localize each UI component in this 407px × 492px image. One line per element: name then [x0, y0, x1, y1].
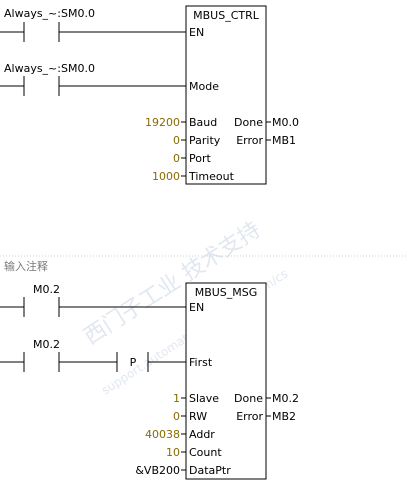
mbus-msg-pin-count: Count [189, 446, 222, 459]
rw-value[interactable]: 0 [173, 410, 180, 423]
done-output-value[interactable]: M0.0 [272, 116, 299, 129]
baud-value[interactable]: 19200 [145, 116, 180, 129]
mbus-ctrl-pin-baud: Baud [189, 116, 217, 129]
mbus-msg-pin-en: EN [189, 301, 204, 314]
port-value[interactable]: 0 [173, 152, 180, 165]
parity-value[interactable]: 0 [173, 134, 180, 147]
error-output-value[interactable]: MB1 [272, 134, 296, 147]
timeout-value[interactable]: 1000 [152, 170, 180, 183]
network2-contact-en-label: M0.2 [33, 283, 60, 296]
network2-rung-en: M0.2 [0, 283, 186, 317]
mbus-ctrl-pin-error: Error [236, 134, 263, 147]
mbus-msg-pin-error: Error [236, 410, 263, 423]
network1-rung-mode: Always_~:SM0.0 [0, 62, 186, 96]
msg-error-output-value[interactable]: MB2 [272, 410, 296, 423]
dataptr-value[interactable]: &VB200 [135, 464, 180, 477]
mbus-ctrl-output-values: M0.0 MB1 [266, 116, 299, 147]
network1-contact-en[interactable] [23, 22, 60, 42]
mbus-msg-pin-addr: Addr [189, 428, 215, 441]
mbus-ctrl-pin-en: EN [189, 26, 204, 39]
network2-contact-first[interactable] [23, 352, 60, 372]
mbus-ctrl-input-values: 19200 0 0 1000 [145, 116, 186, 183]
mbus-msg-output-values: M0.2 MB2 [266, 392, 299, 423]
network2-rung-first: P M0.2 [0, 338, 186, 372]
network1-contact-mode[interactable] [23, 76, 60, 96]
mbus-ctrl-pin-parity: Parity [189, 134, 221, 147]
mbus-msg-pin-done: Done [234, 392, 263, 405]
network1-contact-mode-label: Always_~:SM0.0 [4, 62, 95, 75]
addr-value[interactable]: 40038 [145, 428, 180, 441]
mbus-ctrl-pin-timeout: Timeout [188, 170, 235, 183]
mbus-ctrl-pin-mode: Mode [189, 80, 219, 93]
positive-edge-label: P [130, 356, 137, 369]
mbus-ctrl-pin-done: Done [234, 116, 263, 129]
mbus-msg-input-values: 1 0 40038 10 &VB200 [135, 392, 186, 477]
network-1: Always_~:SM0.0 Always_~:SM0.0 MBUS_CTRL … [0, 5, 299, 185]
network1-rung-en: Always_~:SM0.0 [0, 7, 186, 42]
network2-comment[interactable]: 输入注释 [4, 259, 48, 273]
mbus-msg-pin-slave: Slave [189, 392, 219, 405]
network1-contact-en-label: Always_~:SM0.0 [4, 7, 95, 20]
network2-contact-first-label: M0.2 [33, 338, 60, 351]
network2-contact-en[interactable] [23, 297, 60, 317]
msg-done-output-value[interactable]: M0.2 [272, 392, 299, 405]
mbus-msg-pin-first: First [189, 356, 213, 369]
mbus-msg-pin-rw: RW [189, 410, 207, 423]
network-2: 输入注释 M0.2 P M0.2 [0, 255, 407, 480]
mbus-ctrl-title: MBUS_CTRL [193, 9, 260, 22]
slave-value[interactable]: 1 [173, 392, 180, 405]
count-value[interactable]: 10 [166, 446, 180, 459]
mbus-ctrl-block[interactable]: MBUS_CTRL EN Mode Baud Parity Port Timeo… [185, 5, 267, 185]
mbus-ctrl-pin-port: Port [189, 152, 211, 165]
mbus-msg-block[interactable]: MBUS_MSG EN First Slave RW Addr Count Da… [185, 282, 267, 480]
mbus-msg-title: MBUS_MSG [195, 286, 258, 299]
mbus-msg-pin-dataptr: DataPtr [189, 464, 231, 477]
